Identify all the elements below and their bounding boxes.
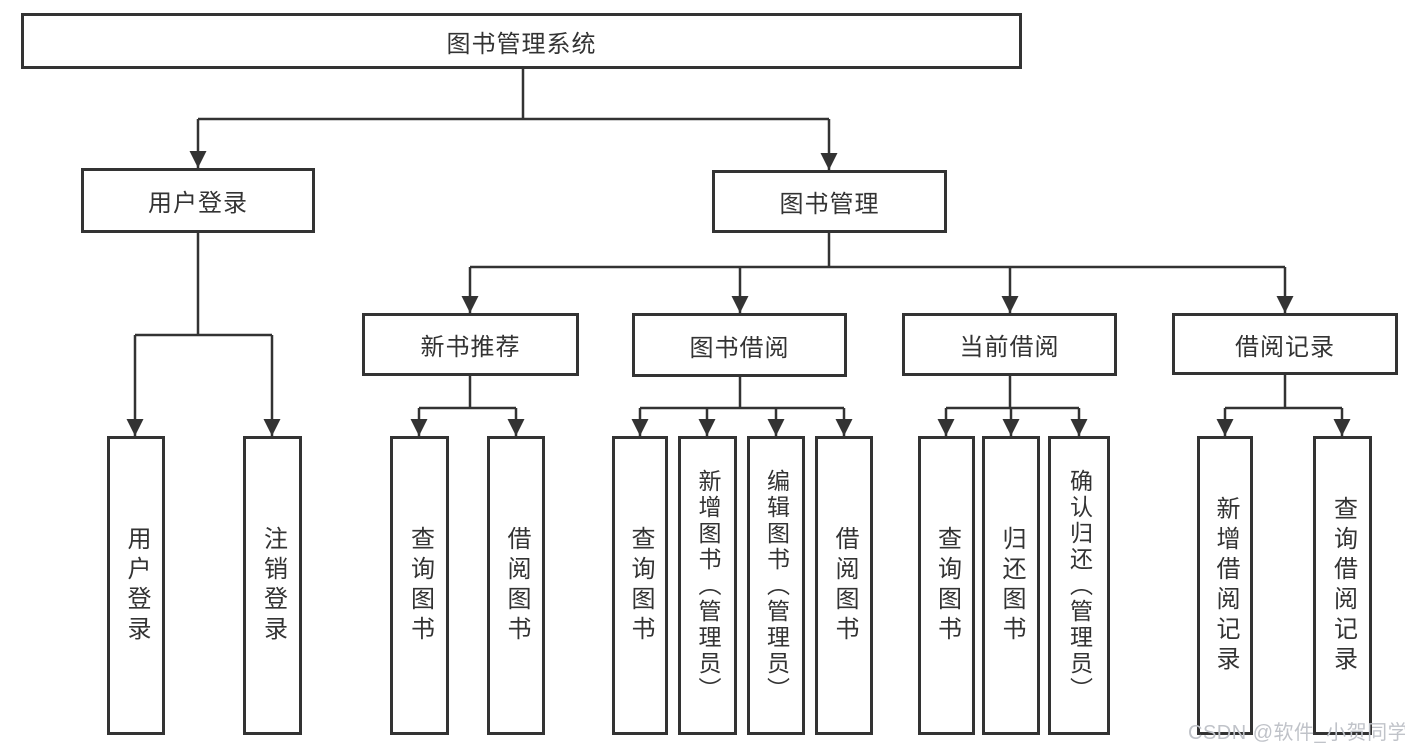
- leaf-return-book: 归还图书: [982, 436, 1040, 735]
- leaf-confirm-return-admin: 确认归还（管理员）: [1048, 436, 1110, 735]
- node-borrow-records: 借阅记录: [1172, 313, 1398, 375]
- leaf-add-borrow-record-label: 新增借阅记录: [1212, 495, 1239, 676]
- leaf-query-book-current-label: 查询图书: [933, 525, 961, 646]
- node-book-borrow: 图书借阅: [632, 313, 847, 377]
- leaf-edit-book-admin-label: 编辑图书（管理员）: [763, 468, 790, 703]
- leaf-add-borrow-record: 新增借阅记录: [1197, 436, 1253, 735]
- leaf-query-book-recommend-label: 查询图书: [406, 525, 434, 646]
- leaf-query-borrow-record: 查询借阅记录: [1313, 436, 1372, 735]
- leaf-logout-label: 注销登录: [259, 525, 287, 646]
- leaf-query-borrow-record-label: 查询借阅记录: [1329, 495, 1357, 676]
- leaf-borrow-book-recommend-label: 借阅图书: [503, 525, 530, 646]
- node-book-management: 图书管理: [712, 170, 947, 233]
- leaf-confirm-return-admin-label: 确认归还（管理员）: [1066, 468, 1093, 703]
- leaf-add-book-admin: 新增图书（管理员）: [678, 436, 737, 735]
- leaf-logout: 注销登录: [243, 436, 302, 735]
- leaf-return-book-label: 归还图书: [998, 525, 1025, 646]
- node-library-management-system: 图书管理系统: [21, 13, 1022, 69]
- leaf-edit-book-admin: 编辑图书（管理员）: [747, 436, 805, 735]
- leaf-query-book-recommend: 查询图书: [390, 436, 449, 735]
- leaf-add-book-admin-label: 新增图书（管理员）: [695, 468, 721, 703]
- leaf-query-book-current: 查询图书: [918, 436, 975, 735]
- node-new-book-recommend: 新书推荐: [362, 313, 579, 376]
- leaf-borrow-book: 借阅图书: [815, 436, 873, 735]
- csdn-watermark: CSDN @软件_小贺同学: [1188, 722, 1405, 744]
- node-user-login: 用户登录: [81, 168, 315, 233]
- leaf-query-book-borrow-label: 查询图书: [627, 525, 654, 646]
- leaf-user-login: 用户登录: [107, 436, 165, 735]
- leaf-borrow-book-label: 借阅图书: [831, 525, 858, 646]
- leaf-borrow-book-recommend: 借阅图书: [487, 436, 545, 735]
- leaf-user-login-label: 用户登录: [123, 525, 150, 646]
- node-current-borrow: 当前借阅: [902, 313, 1117, 376]
- leaf-query-book-borrow: 查询图书: [612, 436, 668, 735]
